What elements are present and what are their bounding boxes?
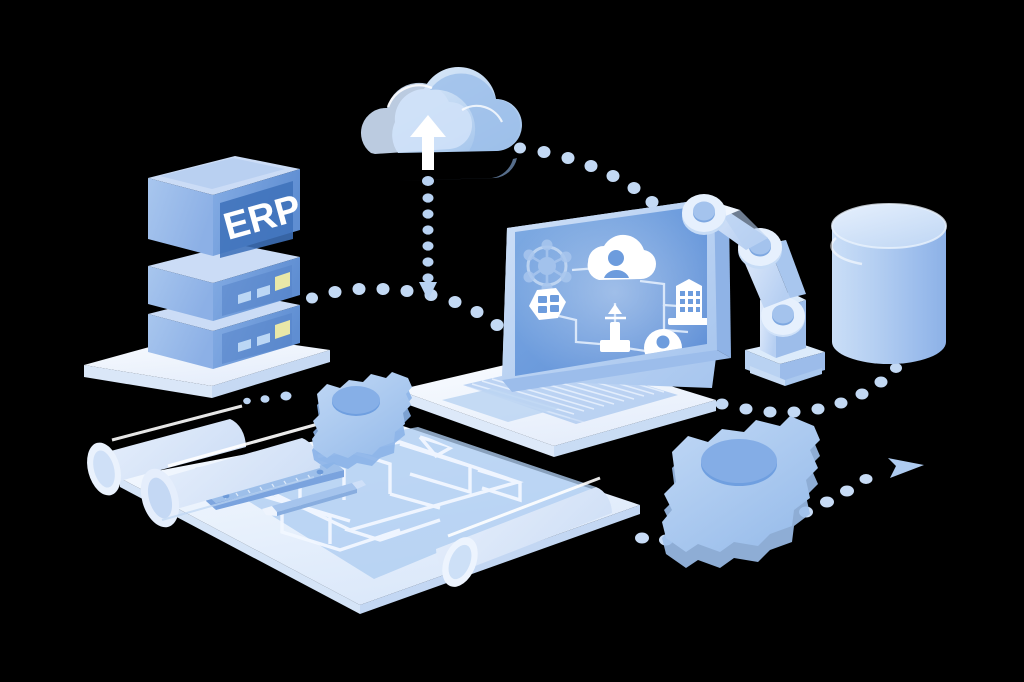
cog-nodes bbox=[523, 239, 572, 294]
server-unit-top: ERP bbox=[148, 156, 306, 258]
cloud-highlight bbox=[386, 84, 433, 108]
server-unit-middle bbox=[148, 244, 300, 321]
gear-small bbox=[312, 372, 412, 469]
database-cylinder bbox=[830, 203, 947, 364]
connector-cloud-downlink bbox=[419, 176, 437, 300]
server-led-indicator bbox=[275, 272, 290, 291]
rolled-plan-front bbox=[140, 422, 320, 528]
server-led-dash bbox=[257, 285, 270, 298]
connector-blueprint-dots bbox=[243, 391, 292, 405]
pencil-eraser bbox=[352, 480, 366, 489]
database-layer-top bbox=[831, 203, 947, 288]
laptop-group bbox=[398, 198, 731, 457]
robot-arm-group bbox=[682, 194, 825, 386]
server-led-dash bbox=[238, 291, 251, 304]
server-node-icon bbox=[600, 304, 630, 352]
laptop-trackpad bbox=[442, 388, 560, 422]
blueprint-ruler bbox=[206, 462, 344, 510]
robot-arm-joint-lower bbox=[761, 297, 805, 337]
rolled-plan-back bbox=[87, 404, 246, 496]
blueprint-group bbox=[87, 404, 640, 614]
robot-arm-joint-top bbox=[682, 194, 726, 235]
gear-large-body bbox=[662, 416, 820, 568]
erp-badge-panel bbox=[220, 181, 293, 258]
cloud-upload-arrow-icon bbox=[410, 115, 446, 170]
rolled-plan-right bbox=[436, 476, 612, 587]
factory-hexagon-icon bbox=[529, 288, 566, 320]
pencil-tip bbox=[262, 506, 277, 516]
database-highlight bbox=[830, 237, 863, 266]
gear-large bbox=[662, 416, 820, 568]
server-led-indicator bbox=[275, 320, 290, 339]
cloud-user-icon bbox=[587, 234, 657, 280]
server-led-dash bbox=[257, 333, 270, 346]
blueprint-pencil bbox=[262, 480, 366, 516]
erp-server-group: ERP bbox=[84, 156, 330, 398]
office-building-icon bbox=[668, 279, 707, 325]
laptop-lid bbox=[502, 198, 731, 392]
flow-arrowhead bbox=[888, 458, 924, 478]
server-led-dash bbox=[238, 339, 251, 352]
cloud-upload bbox=[360, 66, 522, 181]
